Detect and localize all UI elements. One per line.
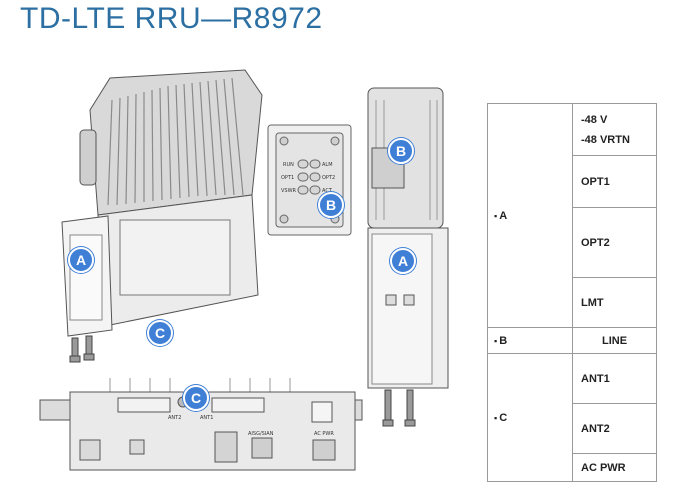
port-label: ANT2 <box>168 415 181 421</box>
table-row: A -48 V -48 VRTN <box>487 103 657 328</box>
port-cell: LMT <box>572 277 657 328</box>
table-row: OPT2 <box>488 207 657 278</box>
port-cell: LINE <box>572 327 657 354</box>
led-label: OPT2 <box>322 175 335 181</box>
table-row: LMT <box>488 277 657 328</box>
callout-badge-b: B <box>318 192 344 218</box>
callout-badge-a: A <box>390 248 416 274</box>
page-title: TD-LTE RRU—R8972 <box>20 2 323 35</box>
inset-led-labels: RUN ALM OPT1 OPT2 VSWR ACT <box>281 162 335 194</box>
port-label: AC PWR <box>314 431 334 437</box>
led-label: RUN <box>283 162 294 168</box>
callout-badge-c: C <box>147 320 173 346</box>
port-cell: OPT1 <box>572 155 657 208</box>
port-cell: ANT2 <box>572 403 657 454</box>
table-row: AC PWR <box>488 453 657 482</box>
group-label: B <box>487 327 573 354</box>
port-legend-table: A -48 V -48 VRTN OPT1 OPT2 LMT B LINE C … <box>487 103 657 482</box>
port-label: ANT1 <box>200 415 213 421</box>
group-label: A <box>487 103 573 328</box>
callout-badge-c: C <box>183 385 209 411</box>
callout-badge-a: A <box>68 247 94 273</box>
table-row: ANT2 <box>488 403 657 454</box>
port-cell: OPT2 <box>572 207 657 278</box>
group-label: C <box>487 353 573 482</box>
port-label: AISG/SIAN <box>248 431 274 437</box>
table-row: B LINE <box>487 327 657 354</box>
port-cell: ANT1 <box>572 353 657 404</box>
led-label: ACT <box>322 188 333 194</box>
led-label: ALM <box>322 162 333 168</box>
table-row: OPT1 <box>488 155 657 208</box>
led-label: OPT1 <box>281 175 294 181</box>
rru-main-view <box>61 69 263 363</box>
port-cell: AC PWR <box>572 453 657 482</box>
port-cell: -48 V -48 VRTN <box>572 103 657 156</box>
callout-badge-b: B <box>388 138 414 164</box>
bottom-port-labels: ANT2 ANT1 AISG/SIAN AC PWR <box>168 415 334 437</box>
table-row: C ANT1 <box>487 353 657 482</box>
led-label: VSWR <box>281 188 297 194</box>
